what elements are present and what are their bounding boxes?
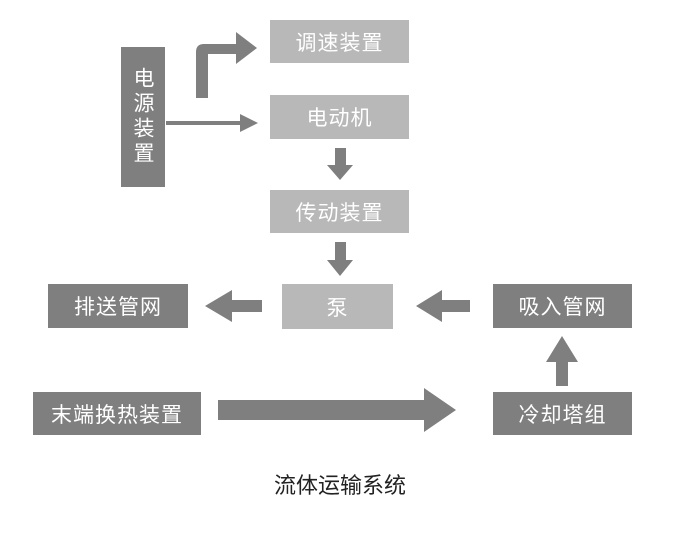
- power-supply-box: 电源装置: [121, 47, 165, 187]
- cooling-tower-box: 冷却塔组: [493, 392, 632, 435]
- pump-box: 泵: [282, 284, 393, 329]
- arrow-suction-to-pump: [416, 290, 470, 322]
- diagram-title: 流体运输系统: [273, 474, 406, 499]
- motor-box: 电动机: [270, 95, 409, 139]
- discharge-pipe-box: 排送管网: [48, 284, 188, 328]
- terminal-heat-exchanger-box: 末端换热装置: [33, 392, 201, 435]
- transmission-box: 传动装置: [270, 190, 409, 233]
- arrow-tower-to-suction: [546, 336, 578, 386]
- arrow-transmission-to-pump: [327, 242, 353, 276]
- arrow-power-to-motor: [166, 114, 258, 132]
- arrow-power-to-speed: [196, 32, 257, 98]
- arrow-pump-to-discharge: [205, 290, 262, 322]
- arrow-terminal-to-tower: [218, 388, 456, 432]
- speed-control-box: 调速装置: [270, 20, 409, 63]
- arrow-motor-to-transmission: [327, 148, 353, 180]
- suction-pipe-box: 吸入管网: [493, 284, 632, 328]
